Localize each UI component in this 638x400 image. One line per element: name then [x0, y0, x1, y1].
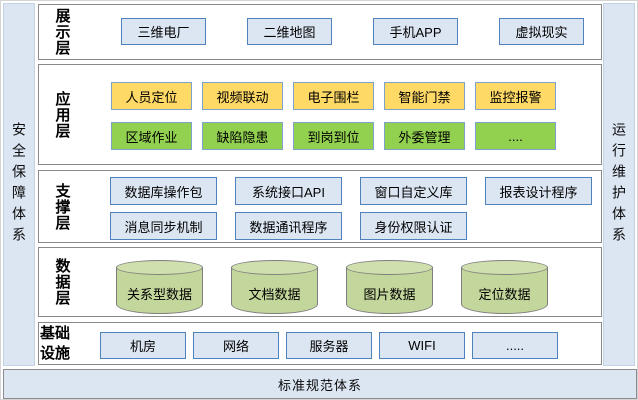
support-row-1: 数据库操作包 系统接口API 窗口自定义库 报表设计程序 [85, 177, 601, 205]
data-layer: 数据层 关系型数据 文档数据 图片数据 [38, 247, 602, 317]
infrastructure-item: 机房 [100, 332, 186, 359]
support-item: 身份权限认证 [360, 212, 467, 240]
cylinder-top [346, 260, 433, 275]
infrastructure-row: 机房 网络 服务器 WIFI ..... [71, 332, 601, 359]
data-row: 关系型数据 文档数据 图片数据 [85, 260, 601, 314]
application-layer: 应用层 人员定位 视频联动 电子围栏 智能门禁 监控报警 区域作业 缺陷隐患 到… [38, 64, 602, 165]
support-item: 报表设计程序 [485, 177, 592, 205]
presentation-item: 手机APP [373, 18, 458, 45]
application-item: 电子围栏 [293, 82, 374, 110]
support-row-2: 消息同步机制 数据通讯程序 身份权限认证 [85, 212, 601, 240]
support-item: 数据库操作包 [110, 177, 217, 205]
presentation-rows: 三维电厂 二维地图 手机APP 虚拟现实 [85, 5, 601, 59]
left-pillar: 安全保障体系 [3, 3, 35, 366]
bottom-bar-label: 标准规范体系 [277, 377, 362, 393]
right-pillar: 运行维护体系 [603, 3, 635, 366]
application-item: 监控报警 [475, 82, 556, 110]
application-item: 智能门禁 [384, 82, 465, 110]
application-rows: 人员定位 视频联动 电子围栏 智能门禁 监控报警 区域作业 缺陷隐患 到岗到位 … [85, 65, 601, 164]
application-item: 区域作业 [111, 122, 192, 150]
data-layer-label: 数据层 [53, 258, 71, 306]
cylinder-top [116, 260, 203, 275]
presentation-layer: 展示层 三维电厂 二维地图 手机APP 虚拟现实 [38, 4, 602, 60]
bottom-bar: 标准规范体系 [3, 369, 637, 399]
application-layer-label: 应用层 [53, 90, 71, 139]
cylinder-body: 文档数据 [231, 267, 318, 314]
presentation-item: 二维地图 [247, 18, 332, 45]
left-pillar-label: 安全保障体系 [11, 121, 27, 248]
application-item: 人员定位 [111, 82, 192, 110]
infrastructure-item: WIFI [379, 332, 465, 359]
presentation-item: 三维电厂 [121, 18, 206, 45]
data-cylinder-label: 定位数据 [478, 287, 531, 302]
data-cylinder: 图片数据 [346, 260, 433, 314]
application-row-2: 区域作业 缺陷隐患 到岗到位 外委管理 .... [85, 122, 601, 150]
data-cylinder-label: 文档数据 [248, 287, 301, 302]
support-layer-label: 支撑层 [53, 182, 71, 231]
cylinder-body: 定位数据 [461, 267, 548, 314]
infrastructure-item: ..... [472, 332, 558, 359]
support-item: 窗口自定义库 [360, 177, 467, 205]
support-rows: 数据库操作包 系统接口API 窗口自定义库 报表设计程序 消息同步机制 数据通讯… [85, 171, 601, 242]
support-layer: 支撑层 数据库操作包 系统接口API 窗口自定义库 报表设计程序 消息同步机制 … [38, 170, 602, 243]
data-cylinder: 定位数据 [461, 260, 548, 314]
application-item: 缺陷隐患 [202, 122, 283, 150]
infrastructure-layer: 基础设施 机房 网络 服务器 WIFI ..... [38, 322, 602, 365]
presentation-layer-label: 展示层 [53, 8, 71, 56]
infrastructure-item: 网络 [193, 332, 279, 359]
infrastructure-item: 服务器 [286, 332, 372, 359]
application-item: 到岗到位 [293, 122, 374, 150]
support-item: 系统接口API [235, 177, 342, 205]
data-rows: 关系型数据 文档数据 图片数据 [85, 248, 601, 316]
application-item: 外委管理 [384, 122, 465, 150]
support-item: 消息同步机制 [110, 212, 217, 240]
presentation-item: 虚拟现实 [499, 18, 584, 45]
data-cylinder: 关系型数据 [116, 260, 203, 314]
application-item: .... [475, 122, 556, 150]
cylinder-top [231, 260, 318, 275]
application-item: 视频联动 [202, 82, 283, 110]
cylinder-top [461, 260, 548, 275]
presentation-row: 三维电厂 二维地图 手机APP 虚拟现实 [85, 18, 601, 45]
infrastructure-layer-label: 基础设施 [39, 325, 70, 362]
right-pillar-label: 运行维护体系 [611, 121, 627, 248]
application-row-1: 人员定位 视频联动 电子围栏 智能门禁 监控报警 [85, 82, 601, 110]
infrastructure-rows: 机房 网络 服务器 WIFI ..... [71, 323, 601, 364]
data-cylinder-label: 图片数据 [363, 287, 416, 302]
support-item: 数据通讯程序 [235, 212, 342, 240]
data-cylinder: 文档数据 [231, 260, 318, 314]
data-cylinder-label: 关系型数据 [126, 287, 192, 302]
